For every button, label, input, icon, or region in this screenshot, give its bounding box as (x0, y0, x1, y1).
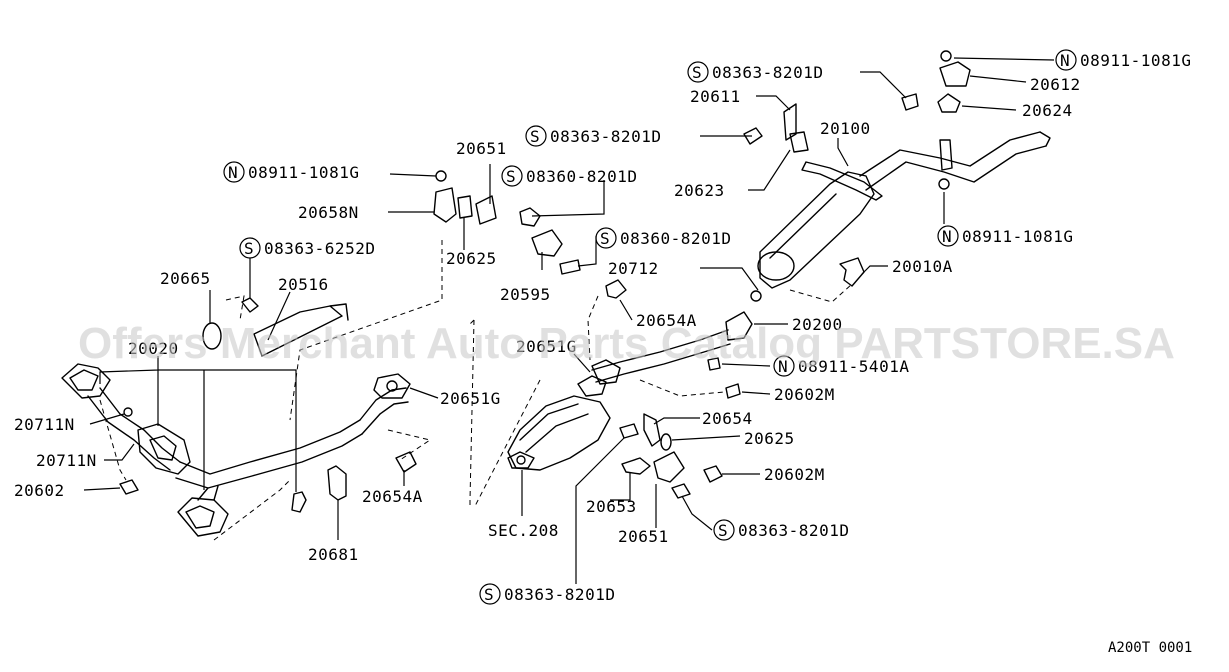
prefix-n-mark: N (937, 225, 959, 247)
prefix-s-mark: S (713, 519, 735, 541)
part-label-20100: 20100 (820, 119, 871, 138)
front-exhaust-pipe (61, 363, 363, 537)
part-label-20651: 20651 (618, 527, 669, 546)
part-label-20654a: 20654A (636, 311, 697, 330)
dashed-relation-lines (99, 240, 853, 541)
part-label-08360-8201d: 08360-8201D (620, 229, 731, 248)
part-label-08911-1081g: 08911-1081G (248, 163, 359, 182)
part-label-20654a: 20654A (362, 487, 423, 506)
center-pipe (359, 373, 411, 435)
prefix-s-mark: S (479, 583, 501, 605)
part-label-sec-208: SEC.208 (488, 521, 559, 540)
part-label-08360-8201d: 08360-8201D (526, 167, 637, 186)
part-labels: 08363-8201D 20611 08911-1081G 20612 2062… (14, 51, 1191, 604)
part-label-20516: 20516 (278, 275, 329, 294)
leader-lines (83, 57, 1055, 584)
prefix-n-mark: N (773, 355, 795, 377)
svg-text:S: S (692, 63, 702, 82)
svg-text:S: S (718, 521, 728, 540)
part-label-08363-8201d: 08363-8201D (712, 63, 823, 82)
part-label-08363-8201d: 08363-8201D (550, 127, 661, 146)
svg-text:N: N (942, 227, 952, 246)
prefix-s-mark: S (501, 165, 523, 187)
prefix-n-mark: N (1055, 49, 1077, 71)
part-label-20654: 20654 (702, 409, 753, 428)
svg-text:N: N (1060, 51, 1070, 70)
part-label-20681: 20681 (308, 545, 359, 564)
prefix-s-mark: S (687, 61, 709, 83)
part-label-20602: 20602 (14, 481, 65, 500)
part-label-08363-8201d: 08363-8201D (738, 521, 849, 540)
part-label-20711n: 20711N (14, 415, 75, 434)
svg-text:S: S (484, 585, 494, 604)
main-muffler (757, 131, 1051, 289)
prefix-s-mark: S (239, 237, 261, 259)
part-label-20665: 20665 (160, 269, 211, 288)
part-label-08911-5401a: 08911-5401A (798, 357, 909, 376)
svg-text:N: N (228, 163, 238, 182)
part-label-20612: 20612 (1030, 75, 1081, 94)
svg-text:S: S (244, 239, 254, 258)
part-label-20625: 20625 (446, 249, 497, 268)
part-label-20658n: 20658N (298, 203, 359, 222)
part-label-20625: 20625 (744, 429, 795, 448)
catalytic-converter (507, 375, 611, 471)
prefix-marks: S N S S N N S S N S S (223, 49, 1077, 605)
part-label-20020: 20020 (128, 339, 179, 358)
part-label-08363-6252d: 08363-6252D (264, 239, 375, 258)
svg-text:S: S (506, 167, 516, 186)
part-label-20611: 20611 (690, 87, 741, 106)
part-label-20651g: 20651G (440, 389, 501, 408)
part-label-20623: 20623 (674, 181, 725, 200)
part-label-20602m: 20602M (764, 465, 825, 484)
svg-text:S: S (600, 229, 610, 248)
part-label-08363-8201d: 08363-8201D (504, 585, 615, 604)
svg-text:S: S (530, 127, 540, 146)
part-label-20651: 20651 (456, 139, 507, 158)
part-label-20200: 20200 (792, 315, 843, 334)
part-label-20602m: 20602M (774, 385, 835, 404)
part-label-08911-1081g: 08911-1081G (962, 227, 1073, 246)
part-label-20624: 20624 (1022, 101, 1073, 120)
part-label-20010a: 20010A (892, 257, 953, 276)
prefix-s-mark: S (525, 125, 547, 147)
hangers (119, 50, 971, 513)
part-label-20712: 20712 (608, 259, 659, 278)
svg-text:N: N (778, 357, 788, 376)
prefix-n-mark: N (223, 161, 245, 183)
watermark-text: Offers Merchant Auto Parts Catalog PARTS… (78, 319, 1175, 368)
part-geometry (61, 50, 1051, 541)
part-label-20595: 20595 (500, 285, 551, 304)
front-tube-20200 (591, 311, 753, 385)
figure-reference: A200T 0001 (1108, 640, 1192, 656)
part-label-20651g: 20651G (516, 337, 577, 356)
prefix-s-mark: S (595, 227, 617, 249)
part-label-20653: 20653 (586, 497, 637, 516)
part-label-20711n: 20711N (36, 451, 97, 470)
part-label-08911-1081g: 08911-1081G (1080, 51, 1191, 70)
